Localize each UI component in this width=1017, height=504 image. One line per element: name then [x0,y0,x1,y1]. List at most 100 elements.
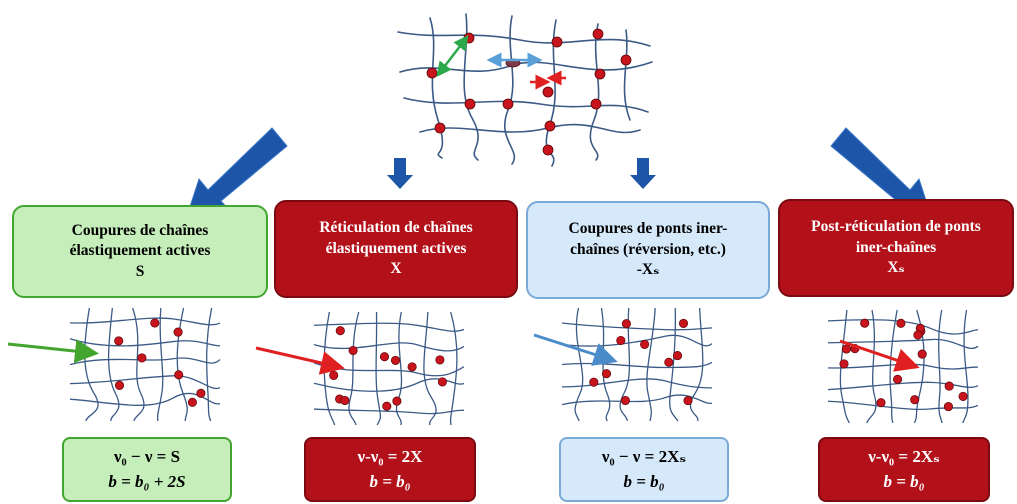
box-line: S [135,262,145,280]
green-double-arrow [436,35,469,77]
category-box-crosslink-scission: Coupures de ponts iner- chaînes (réversi… [526,201,770,299]
crosslink-node [860,318,870,328]
box-line: -Xₛ [636,261,660,279]
crosslink-node [173,327,183,337]
chain [84,307,99,422]
box-line: élastiquement actives [325,239,467,257]
crosslink-node [382,401,392,411]
chain [69,357,221,366]
blue-arrow [533,333,618,366]
crosslink-node [621,319,631,329]
chain [323,311,336,426]
crosslink-node [944,381,954,391]
chain [313,342,465,352]
down-arrow-2 [387,158,413,189]
chain [449,311,458,426]
chain [348,311,360,426]
chain [69,317,221,326]
crosslink-node [839,359,849,369]
category-box-chain-scission: Coupures de chaînes élastiquement active… [12,205,268,298]
box-line: Réticulation de chaînes [319,219,473,237]
box-line: Coupures de ponts iner- [568,220,728,238]
chain [375,311,382,426]
formula-box-crosslinking: ν-ν₀ = 2X b = b₀ [304,437,476,502]
chain [589,23,600,161]
crosslink-node [502,98,514,110]
crosslink-node [943,402,953,412]
chain [827,363,979,370]
crosslink-node [137,353,147,363]
box-line: iner-chaînes [855,238,937,256]
crosslink-node [917,349,927,359]
formula-line: ν-ν₀ = 2X [357,446,423,466]
crosslink-node [551,36,563,48]
crosslink-node [187,397,197,407]
chain [107,307,120,422]
crosslink-node [683,396,693,406]
chain [419,123,641,134]
crosslink-node [335,326,345,336]
formula-line: b = b₀ + 2S [108,471,186,491]
crosslink-node [329,370,339,380]
chain [827,400,979,410]
chain [423,311,437,426]
crosslink-node [678,318,689,328]
chain [156,307,164,422]
crosslink-node [893,374,903,384]
crosslink-node [620,54,632,66]
chain [395,311,403,426]
crosslink-node [958,391,968,401]
crosslink-node [589,377,599,387]
network-sketch-3 [561,307,713,422]
crosslink-node [174,370,184,380]
formula-line: b = b₀ [623,471,665,491]
formula-line: ν₀ − ν = 2Xₛ [601,446,687,466]
crosslink-node [392,396,402,406]
chain [689,307,704,422]
crosslink-node [463,32,475,44]
crosslink-node [841,344,851,354]
chain [623,29,631,121]
chain [574,307,584,422]
category-box-post-crosslinking: Post-réticulation de ponts iner-chaînes … [778,199,1014,297]
formula-line: b = b₀ [369,471,411,491]
chain [397,31,651,47]
crosslink-node [379,352,390,362]
chain [962,309,969,424]
chain [313,378,465,392]
chain [619,307,631,422]
formula-box-post-crosslinking: ν-ν₀ = 2Xₛ b = b₀ [818,437,990,502]
crosslink-node [590,98,602,110]
crosslink-node [640,339,650,349]
green-arrow [7,339,99,364]
crosslink-node [876,398,886,408]
chain [561,378,713,389]
red-arrow [839,339,920,372]
crosslink-node [426,67,438,79]
crosslink-node [114,380,125,390]
chain [938,309,943,424]
crosslink-node [340,395,350,406]
crosslink-node [910,395,920,405]
chain [889,309,898,424]
crosslink-node [435,355,445,365]
box-line: Xₛ [887,259,905,277]
crosslink-node [348,345,358,356]
chain [600,307,611,422]
chain [176,307,188,422]
box-line: X [390,260,402,278]
formula-line: ν-ν₀ = 2Xₛ [868,446,940,466]
crosslink-node [616,335,626,346]
crosslink-node [620,395,630,406]
chain [913,309,925,424]
chain [561,361,713,369]
crosslink-node [601,369,612,379]
crosslink-node [390,355,401,365]
formula-line: b = b₀ [883,471,925,491]
crosslink-node [150,318,160,328]
network-sketch-4 [827,309,979,424]
crosslink-node [542,86,554,98]
chain [839,309,850,424]
crosslink-node [407,362,417,372]
